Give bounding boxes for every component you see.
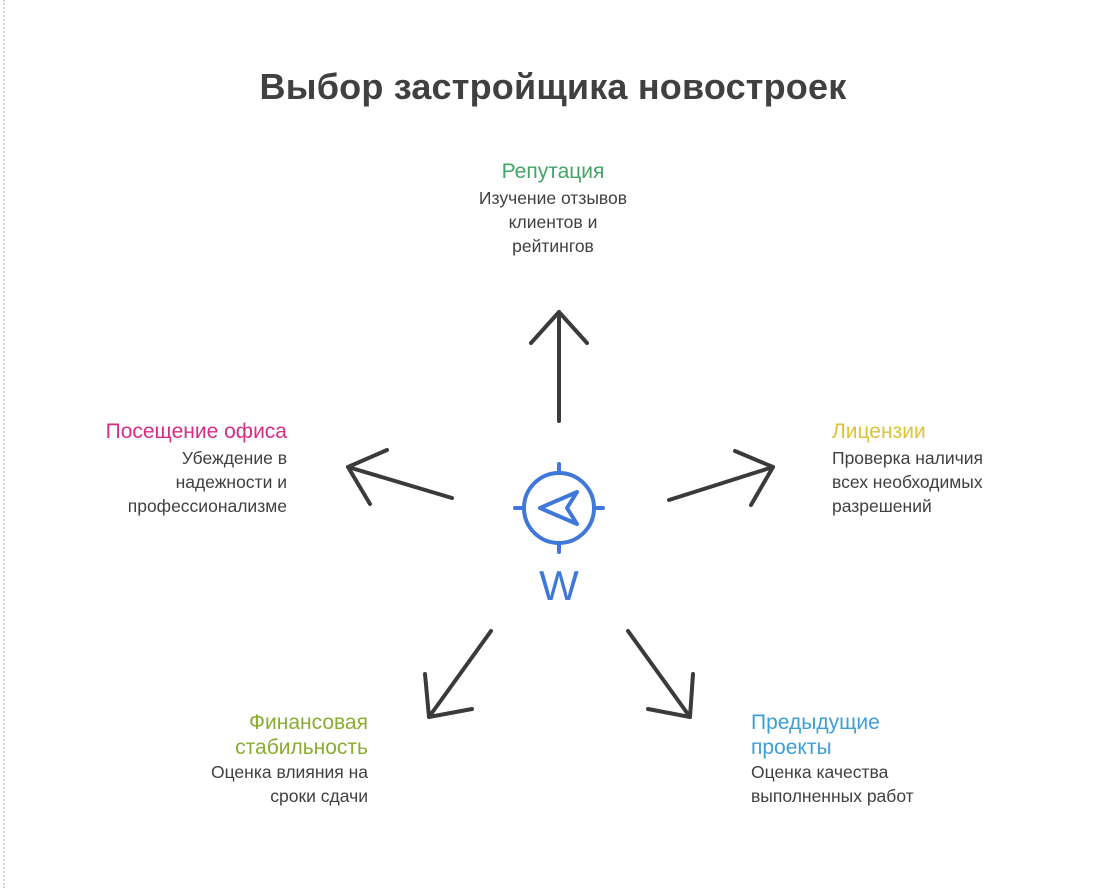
node-licenses-desc-line: всех необходимых: [832, 472, 983, 492]
node-finance-desc-line: сроки сдачи: [270, 786, 368, 806]
node-licenses-desc-line: разрешений: [832, 496, 932, 516]
node-finance-heading: Финансовая стабильность: [150, 710, 368, 760]
node-finance-description: Оценка влияния на сроки сдачи: [150, 760, 368, 808]
node-projects-heading-line: проекты: [751, 736, 832, 759]
node-office-heading: Посещение офиса: [105, 420, 287, 443]
node-reputation: Репутация Изучение отзывов клиентов и ре…: [453, 159, 653, 258]
node-licenses: Лицензии Проверка наличия всех необходим…: [832, 419, 1072, 518]
node-projects-heading-line: Предыдущие: [751, 711, 880, 734]
node-licenses-desc-line: Проверка наличия: [832, 448, 983, 468]
arrow-to-finance: [423, 629, 493, 719]
arrow-to-licenses: [667, 449, 775, 507]
node-projects-desc-line: Оценка качества: [751, 762, 889, 782]
node-licenses-description: Проверка наличия всех необходимых разреш…: [832, 446, 1072, 518]
node-projects: Предыдущие проекты Оценка качества выпол…: [751, 710, 981, 808]
node-licenses-heading: Лицензии: [832, 420, 926, 443]
node-reputation-desc-line: Изучение отзывов: [478, 188, 628, 208]
node-finance: Финансовая стабильность Оценка влияния н…: [150, 710, 368, 808]
node-office-desc-line: надежности и: [175, 472, 287, 492]
node-reputation-desc-line: клиентов и: [508, 212, 598, 232]
compass-icon: [513, 462, 605, 554]
node-reputation-desc-line: рейтингов: [512, 236, 594, 256]
node-office: Посещение офиса Убеждение в надежности и…: [40, 419, 287, 518]
arrow-to-reputation: [529, 310, 589, 423]
node-finance-desc-line: Оценка влияния на: [210, 762, 368, 782]
node-finance-heading-line: стабильность: [235, 736, 368, 759]
node-office-desc-line: профессионализме: [127, 496, 287, 516]
arrow-to-projects: [626, 629, 695, 719]
node-projects-heading: Предыдущие проекты: [751, 710, 981, 760]
node-office-desc-line: Убеждение в: [181, 448, 287, 468]
page-left-border: [3, 0, 5, 888]
node-reputation-heading: Репутация: [501, 160, 605, 183]
node-office-description: Убеждение в надежности и профессионализм…: [40, 446, 287, 518]
compass-direction-label: W: [539, 562, 579, 609]
arrow-to-office: [346, 448, 454, 506]
node-finance-heading-line: Финансовая: [249, 711, 368, 734]
diagram-title: Выбор застройщика новостроек: [259, 66, 847, 107]
node-projects-desc-line: выполненных работ: [751, 786, 914, 806]
node-projects-description: Оценка качества выполненных работ: [751, 760, 981, 808]
node-reputation-description: Изучение отзывов клиентов и рейтингов: [453, 186, 653, 258]
